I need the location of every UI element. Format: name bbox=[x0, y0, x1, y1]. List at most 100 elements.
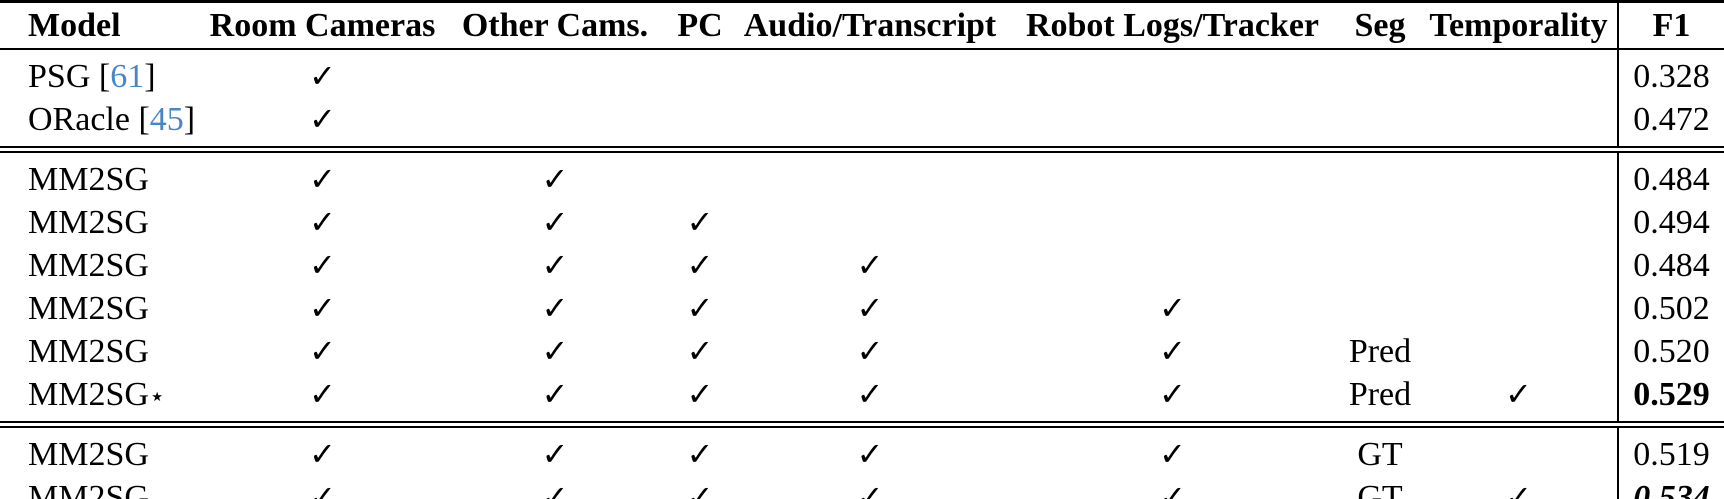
citation-link[interactable]: 61 bbox=[110, 57, 145, 95]
checkmark-icon: ✓ bbox=[541, 434, 569, 473]
robot-cell: ✓ bbox=[1005, 330, 1340, 373]
f1-value: 0.529 bbox=[1617, 373, 1724, 425]
checkmark-icon: ✓ bbox=[541, 202, 569, 241]
seg-value: Pred bbox=[1348, 332, 1412, 370]
checkmark-icon: ✓ bbox=[856, 245, 884, 284]
f1-value: 0.494 bbox=[1617, 201, 1724, 244]
room-cell: ✓ bbox=[200, 201, 445, 244]
other-cell: ✓ bbox=[445, 476, 665, 499]
checkmark-icon: ✓ bbox=[541, 159, 569, 198]
room-cell: ✓ bbox=[200, 49, 445, 98]
f1-value: 0.484 bbox=[1617, 244, 1724, 287]
table-row: MM2SG✓✓✓✓✓GT✓0.534 bbox=[0, 476, 1724, 499]
checkmark-icon: ✓ bbox=[1505, 374, 1532, 413]
temporality-cell bbox=[1420, 287, 1618, 330]
other-cell bbox=[445, 98, 665, 150]
checkmark-icon: ✓ bbox=[856, 434, 884, 473]
col-header-audio-transcript: Audio/Transcript bbox=[735, 1, 1005, 50]
model-name: MM2SG bbox=[28, 478, 149, 499]
checkmark-icon: ✓ bbox=[309, 245, 336, 284]
robot-cell bbox=[1005, 98, 1340, 150]
checkmark-icon: ✓ bbox=[1159, 434, 1186, 473]
pc-cell: ✓ bbox=[665, 476, 735, 499]
seg-value bbox=[1340, 150, 1420, 202]
temporality-cell bbox=[1420, 150, 1618, 202]
table-row: MM2SG ✓ ✓ ✓ ✓ ✓ GT 0.519 bbox=[0, 424, 1724, 477]
f1-value: 0.520 bbox=[1617, 330, 1724, 373]
audio-cell: ✓ bbox=[735, 330, 1005, 373]
pc-cell: ✓ bbox=[665, 201, 735, 244]
audio-cell bbox=[735, 150, 1005, 202]
seg-value bbox=[1340, 287, 1420, 330]
model-name: MM2SG bbox=[28, 246, 149, 284]
checkmark-icon: ✓ bbox=[686, 245, 714, 284]
pc-cell: ✓ bbox=[665, 425, 735, 477]
checkmark-icon: ✓ bbox=[686, 288, 714, 327]
col-header-other-cams: Other Cams. bbox=[445, 1, 665, 50]
temporality-cell bbox=[1420, 49, 1618, 98]
checkmark-icon: ✓ bbox=[309, 477, 336, 499]
audio-cell bbox=[735, 49, 1005, 98]
seg-value: GT bbox=[1357, 435, 1403, 473]
f1-value: 0.328 bbox=[1617, 49, 1724, 98]
room-cell: ✓ bbox=[200, 244, 445, 287]
seg-value bbox=[1340, 201, 1420, 244]
checkmark-icon: ✓ bbox=[686, 477, 714, 499]
model-name: PSG [61] bbox=[28, 57, 156, 95]
checkmark-icon: ✓ bbox=[686, 434, 714, 473]
f1-value: 0.519 bbox=[1617, 424, 1724, 476]
model-name: MM2SG bbox=[28, 160, 149, 198]
audio-cell: ✓ bbox=[735, 425, 1005, 477]
robot-cell bbox=[1005, 244, 1340, 287]
checkmark-icon: ✓ bbox=[309, 202, 336, 241]
checkmark-icon: ✓ bbox=[541, 374, 569, 413]
checkmark-icon: ✓ bbox=[309, 99, 336, 138]
seg-value: GT bbox=[1357, 478, 1403, 499]
other-cell bbox=[445, 49, 665, 98]
pc-cell bbox=[665, 49, 735, 98]
robot-cell: ✓ bbox=[1005, 373, 1340, 425]
other-cell: ✓ bbox=[445, 201, 665, 244]
checkmark-icon: ✓ bbox=[309, 434, 336, 473]
checkmark-icon: ✓ bbox=[856, 288, 884, 327]
checkmark-icon: ✓ bbox=[856, 477, 884, 499]
other-cell: ✓ bbox=[445, 373, 665, 425]
checkmark-icon: ✓ bbox=[309, 331, 336, 370]
other-cell: ✓ bbox=[445, 287, 665, 330]
temporality-cell bbox=[1420, 201, 1618, 244]
table-row: MM2SG ✓ ✓ ✓ ✓ 0.484 bbox=[0, 244, 1724, 287]
citation-link[interactable]: 45 bbox=[149, 100, 184, 138]
audio-cell: ✓ bbox=[735, 244, 1005, 287]
other-cell: ✓ bbox=[445, 244, 665, 287]
f1-value: 0.472 bbox=[1617, 98, 1724, 150]
model-name: MM2SG bbox=[28, 435, 149, 473]
col-header-temporality: Temporality bbox=[1420, 1, 1618, 50]
checkmark-icon: ✓ bbox=[856, 331, 884, 370]
model-name: ORacle [45] bbox=[28, 100, 196, 138]
f1-value: 0.502 bbox=[1617, 287, 1724, 330]
pc-cell: ✓ bbox=[665, 287, 735, 330]
col-header-model: Model bbox=[0, 1, 200, 50]
robot-cell bbox=[1005, 49, 1340, 98]
room-cell: ✓ bbox=[200, 287, 445, 330]
table-row: MM2SG⋆✓✓✓✓✓Pred✓0.529 bbox=[0, 373, 1724, 425]
seg-value bbox=[1340, 98, 1420, 150]
pc-cell: ✓ bbox=[665, 330, 735, 373]
audio-cell bbox=[735, 201, 1005, 244]
checkmark-icon: ✓ bbox=[686, 331, 714, 370]
seg-value: Pred bbox=[1348, 375, 1412, 413]
temporality-cell bbox=[1420, 330, 1618, 373]
robot-cell: ✓ bbox=[1005, 287, 1340, 330]
other-cell: ✓ bbox=[445, 150, 665, 202]
star-marker-icon: ⋆ bbox=[148, 381, 166, 411]
temporality-cell bbox=[1420, 425, 1618, 477]
room-cell: ✓ bbox=[200, 373, 445, 425]
table-row: PSG [61] ✓ 0.328 bbox=[0, 49, 1724, 98]
col-header-f1: F1 bbox=[1617, 1, 1724, 50]
room-cell: ✓ bbox=[200, 476, 445, 499]
pc-cell bbox=[665, 98, 735, 150]
audio-cell: ✓ bbox=[735, 287, 1005, 330]
